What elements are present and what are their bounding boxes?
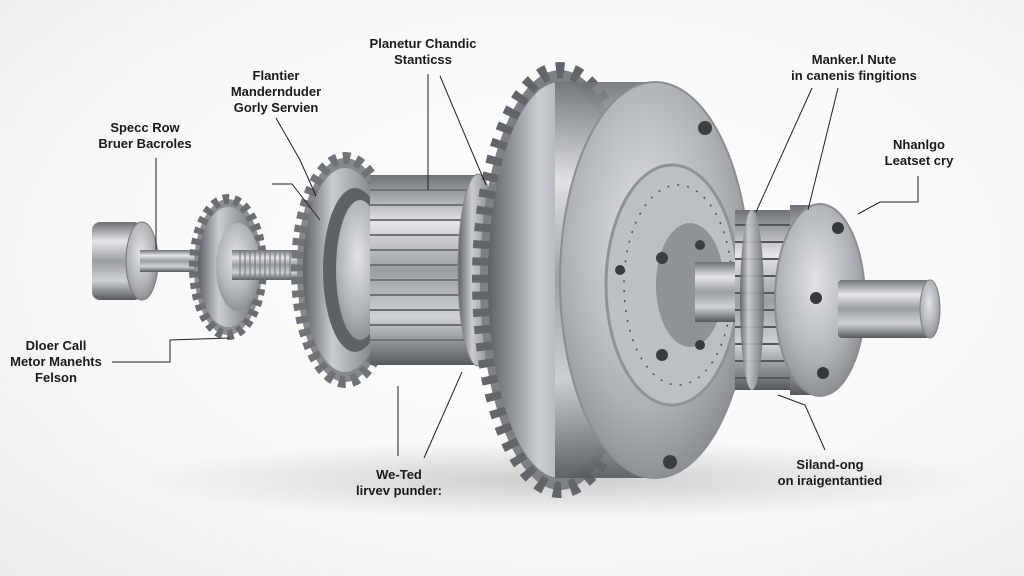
- leader-bottom-right: [777, 394, 826, 451]
- label-line: Planetur Chandic: [369, 36, 477, 51]
- label-line: We-Ted: [376, 467, 422, 482]
- leader-lower-left: [112, 337, 231, 363]
- label-line: Specc Row: [110, 120, 180, 135]
- label-line: Metor Manehts: [10, 354, 102, 369]
- input-shaft: [140, 250, 210, 272]
- label-line: Gorly Servien: [233, 100, 319, 115]
- label-line: Bruer Bacroles: [98, 136, 192, 151]
- leader-top-right-a: [755, 87, 813, 213]
- leader-bottom-center-b: [423, 371, 463, 459]
- label-line: Nhanlgo: [893, 137, 945, 152]
- label-line: on iraigentantied: [777, 473, 883, 488]
- leader-upper-left-b: [272, 183, 321, 221]
- label-top-right: Manker.l Nute in canenis fingitions: [776, 52, 932, 84]
- label-top-center: Planetur Chandic Stanticss: [353, 36, 493, 68]
- label-line: Manker.l Nute: [811, 52, 897, 67]
- leader-upper-left-a: [275, 117, 317, 197]
- label-upper-left: Flantier Mandernduder Gorly Servien: [214, 68, 338, 116]
- leader-top-center-b: [439, 75, 487, 186]
- label-line: Dloer Call: [25, 338, 87, 353]
- label-line: Felson: [35, 370, 77, 385]
- leader-top-right-b: [807, 87, 839, 211]
- label-line: Stanticss: [394, 52, 452, 67]
- label-right: Nhanlgo Leatset cry: [874, 137, 964, 169]
- label-line: in canenis fingitions: [791, 68, 917, 83]
- label-line: Siland-ong: [796, 457, 864, 472]
- bolt: [663, 455, 677, 469]
- label-line: Leatset cry: [884, 153, 954, 168]
- label-line: Flantier: [252, 68, 300, 83]
- leader-right: [857, 176, 919, 215]
- threaded-shaft: [232, 250, 302, 280]
- leader-lines: [112, 74, 919, 459]
- label-line: lirvev punder:: [356, 483, 442, 498]
- output-shaft: [838, 279, 941, 339]
- label-line: Mandernduder: [230, 84, 322, 99]
- label-bottom-center: We-Ted lirvev punder:: [346, 467, 452, 499]
- splined-sun-gear: [370, 173, 499, 367]
- bolt: [698, 121, 712, 135]
- label-bottom-right: Siland-ong on iraigentantied: [766, 457, 894, 489]
- label-lower-left: Dloer Call Metor Manehts Felson: [4, 338, 108, 386]
- output-flange: [774, 203, 866, 397]
- label-left: Specc Row Bruer Bacroles: [88, 120, 202, 152]
